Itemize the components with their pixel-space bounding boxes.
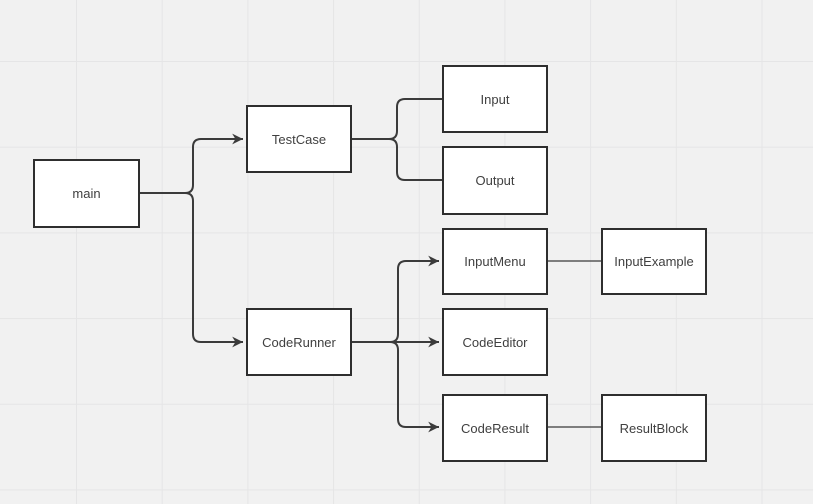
node-inputmenu[interactable]: InputMenu: [442, 228, 548, 295]
node-testcase[interactable]: TestCase: [246, 105, 352, 173]
edge-testcase-output[interactable]: [352, 138, 442, 181]
node-coderesult[interactable]: CodeResult: [442, 394, 548, 462]
node-codeeditor-label: CodeEditor: [462, 334, 528, 350]
node-main-label: main: [72, 186, 101, 201]
edge-main-testcase[interactable]: [140, 133, 243, 194]
edge-testcase-input[interactable]: [352, 98, 442, 140]
node-testcase-label: TestCase: [271, 131, 327, 147]
node-resultblock[interactable]: ResultBlock: [601, 394, 707, 462]
node-output-label: Output: [475, 173, 515, 188]
node-coderunner-label: CodeRunner: [262, 334, 336, 350]
node-input-label: Input: [480, 91, 510, 107]
edge-coderunner-coderesult[interactable]: [352, 341, 439, 433]
node-inputexample-label: InputExample: [614, 254, 694, 269]
edge-main-coderunner[interactable]: [140, 192, 243, 348]
node-input[interactable]: Input: [442, 65, 548, 133]
edge-coderunner-inputmenu[interactable]: [352, 255, 439, 343]
node-inputmenu-label: InputMenu: [464, 254, 526, 269]
node-coderesult-label: CodeResult: [461, 420, 529, 436]
node-inputexample[interactable]: InputExample: [601, 228, 707, 295]
node-output[interactable]: Output: [442, 146, 548, 215]
node-main[interactable]: main: [33, 159, 140, 228]
node-codeeditor[interactable]: CodeEditor: [442, 308, 548, 376]
node-coderunner[interactable]: CodeRunner: [246, 308, 352, 376]
node-resultblock-label: ResultBlock: [619, 420, 689, 436]
